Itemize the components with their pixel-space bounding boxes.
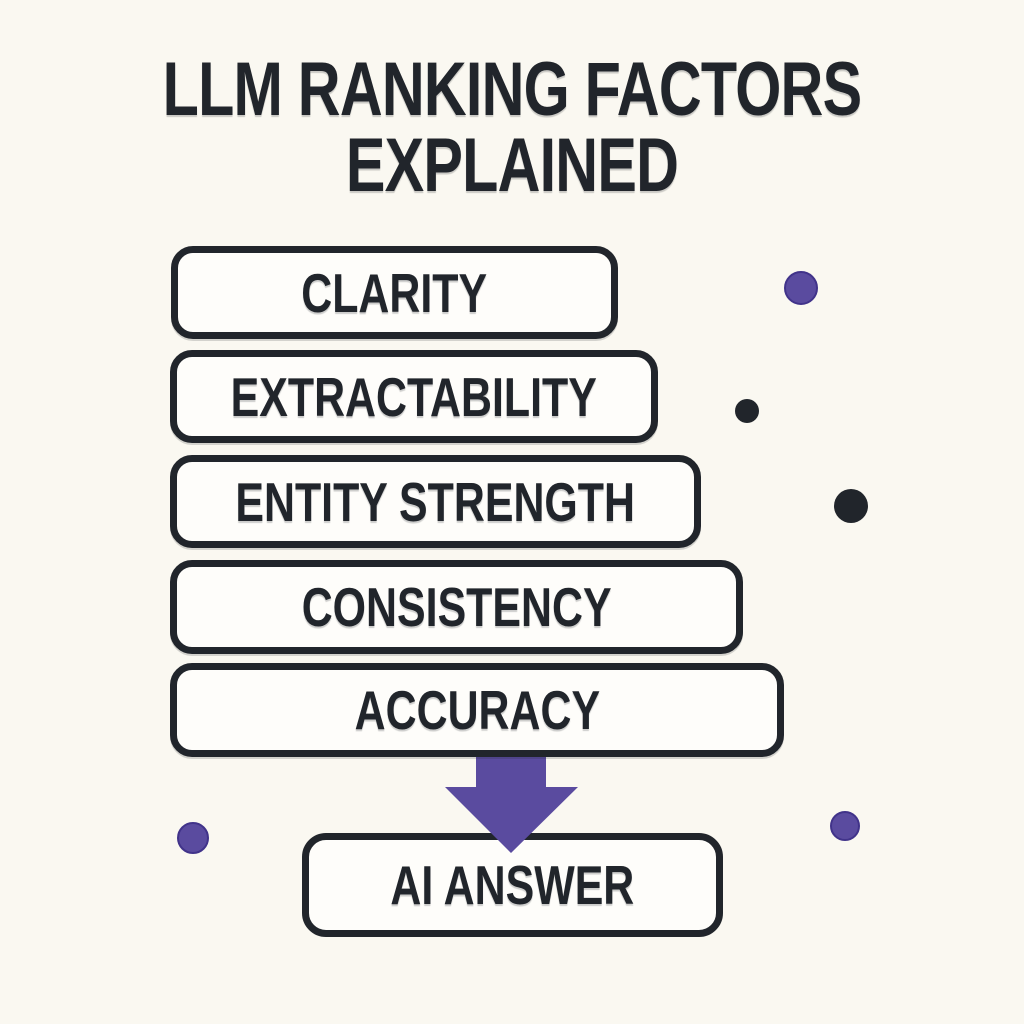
factor-label-clarity: CLARITY	[301, 261, 488, 324]
factor-label-extractability: EXTRACTABILITY	[230, 365, 598, 428]
decorative-dot-black-large	[834, 489, 868, 523]
title-line-2: EXPLAINED	[345, 123, 679, 208]
title-line-1: LLM RANKING FACTORS	[162, 47, 863, 132]
decorative-dot-purple-upper-right	[784, 271, 818, 305]
decorative-dot-black-small	[735, 399, 759, 423]
factor-box-accuracy: ACCURACY	[170, 663, 784, 757]
result-label-ai-answer: AI ANSWER	[390, 854, 635, 916]
factor-box-entity-strength: ENTITY STRENGTH	[170, 455, 701, 548]
factor-box-extractability: EXTRACTABILITY	[170, 350, 658, 443]
factor-label-consistency: CONSISTENCY	[301, 576, 612, 638]
factor-box-clarity: CLARITY	[171, 246, 618, 339]
result-box-ai-answer: AI ANSWER	[302, 833, 723, 937]
factor-label-entity-strength: ENTITY STRENGTH	[235, 470, 636, 533]
page-title: LLM RANKING FACTORS EXPLAINED	[113, 52, 912, 204]
factor-label-accuracy: ACCURACY	[354, 679, 600, 741]
factor-box-consistency: CONSISTENCY	[170, 560, 743, 654]
decorative-dot-purple-lower-right	[830, 811, 860, 841]
decorative-dot-purple-lower-left	[177, 822, 209, 854]
